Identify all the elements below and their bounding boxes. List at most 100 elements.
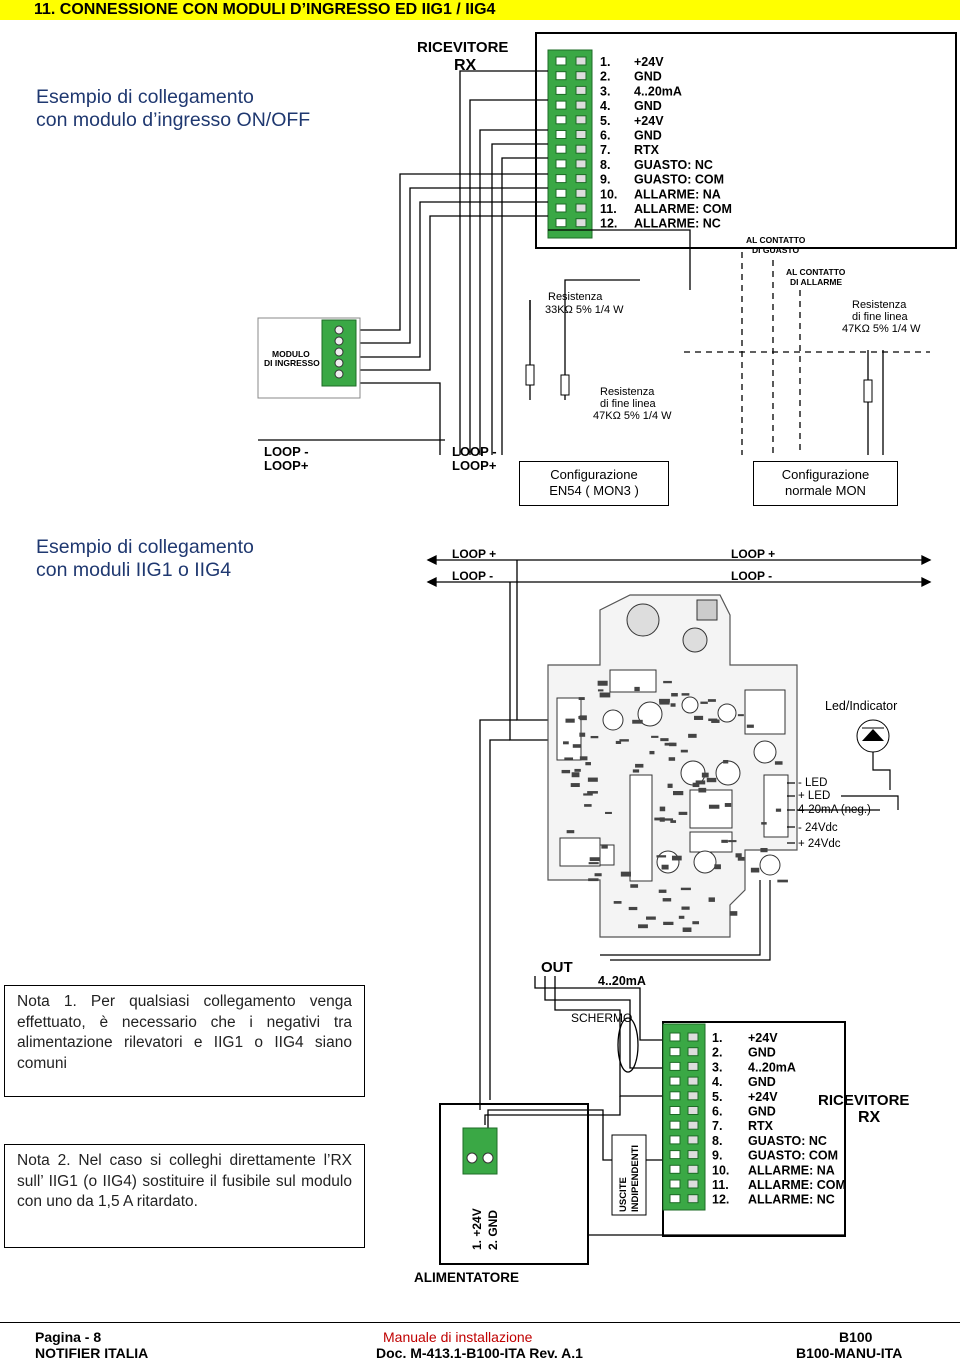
config-en54-line1: Configurazione xyxy=(550,467,638,482)
example-iig-line2: con moduli IIG1 o IIG4 xyxy=(36,559,232,581)
example-iig-line1: Esempio di collegamento xyxy=(36,536,254,558)
pcb-component xyxy=(574,768,581,772)
pcb-component xyxy=(628,906,638,911)
receiver2-terminal-label: GUASTO: NC xyxy=(748,1134,827,1148)
pcb-component xyxy=(659,806,666,812)
pcb-component xyxy=(723,759,729,764)
page-footer: Pagina - 8 Manuale di installazione B100… xyxy=(0,1322,960,1361)
terminal-screw xyxy=(687,1091,699,1101)
pcb-component xyxy=(692,782,700,788)
loop-minus-right: LOOP - xyxy=(731,569,772,583)
pcb-component xyxy=(635,763,644,768)
receiver2-terminal-label: +24V xyxy=(748,1031,778,1045)
loop-b-minus: LOOP - xyxy=(452,444,497,459)
receiver-terminal-num: 4. xyxy=(600,99,610,113)
receiver2-terminal-label: ALLARME: NA xyxy=(748,1163,835,1177)
module-screw xyxy=(334,369,344,379)
contatto-allarme-1: AL CONTATTO xyxy=(786,267,846,277)
terminal-screw xyxy=(669,1150,681,1160)
terminal-screw xyxy=(555,71,567,81)
pcb-component xyxy=(597,689,604,692)
receiver2-terminal-label: GND xyxy=(748,1075,776,1089)
receiver-terminal-label: GND xyxy=(634,99,662,113)
onoff-wires xyxy=(360,70,930,455)
pcb-component xyxy=(761,822,767,825)
terminal-screw xyxy=(555,100,567,110)
res47a-label-3: 47KΩ 5% 1/4 W xyxy=(593,410,672,422)
onoff-wiring-diagram: RICEVITORE RX 1.+24V2.GND3.4..20mA4.GND5… xyxy=(257,32,957,473)
terminal-screw xyxy=(575,218,587,228)
pcb-component xyxy=(578,697,585,701)
receiver2-terminal-num: 11. xyxy=(712,1178,729,1192)
res47b-label-2: di fine linea xyxy=(852,311,909,323)
terminal-screw xyxy=(669,1076,681,1086)
module-screw xyxy=(334,325,344,335)
terminal-screw xyxy=(575,174,587,184)
pcb-component xyxy=(620,871,631,877)
contatto-allarme-2: DI ALLARME xyxy=(790,277,842,287)
pcb-component xyxy=(566,830,575,834)
pcb-component xyxy=(584,804,592,807)
pcb-component xyxy=(656,855,667,858)
receiver2-terminal-num: 1. xyxy=(712,1031,722,1045)
pcb-component xyxy=(737,714,744,717)
module-screw xyxy=(334,336,344,346)
terminal-screw xyxy=(555,159,567,169)
receiver-terminal-label: GUASTO: COM xyxy=(634,173,724,187)
terminal-screw xyxy=(687,1164,699,1174)
receiver-terminal-num: 2. xyxy=(600,70,610,84)
receiver-terminal-num: 1. xyxy=(600,55,610,69)
loop-plus-left: LOOP + xyxy=(452,547,496,561)
modulo-label-1: MODULO xyxy=(272,349,310,359)
receiver2-terminal-block xyxy=(662,1023,706,1211)
modulo-label-2: DI INGRESSO xyxy=(264,358,320,368)
terminal-screw xyxy=(575,85,587,95)
resistor-47k-a xyxy=(560,374,570,396)
pcb-component xyxy=(708,804,720,809)
receiver2-terminal-label: ALLARME: COM xyxy=(748,1178,846,1192)
out-pin-label: - 24Vdc xyxy=(798,822,838,834)
example-onoff-heading: Esempio di collegamento con modulo d’ing… xyxy=(36,86,310,132)
res33-label-1: Resistenza xyxy=(548,291,603,303)
receiver-terminal-label: GND xyxy=(634,129,662,143)
terminal-screw xyxy=(687,1194,699,1204)
alim-pin2: 2. GND xyxy=(486,1210,500,1250)
pcb-component xyxy=(681,906,690,910)
receiver-terminal-num: 7. xyxy=(600,143,610,157)
receiver2-terminal-num: 10. xyxy=(712,1163,729,1177)
receiver-terminal-label: ALLARME: NC xyxy=(634,217,721,231)
receiver-frame xyxy=(535,32,957,249)
receiver-terminal-num: 12. xyxy=(600,217,617,231)
receiver2-title-1: RICEVITORE xyxy=(818,1092,909,1109)
pcb-component xyxy=(601,844,608,849)
terminal-screw xyxy=(687,1120,699,1130)
pcb-component xyxy=(724,803,732,807)
pcb-component xyxy=(583,793,593,796)
terminal-screw xyxy=(575,130,587,139)
terminal-screw xyxy=(687,1047,699,1057)
pcb-component xyxy=(700,701,708,704)
res47a-label-1: Resistenza xyxy=(600,386,655,398)
pcb-component xyxy=(760,847,768,853)
pcb-component xyxy=(660,738,669,742)
pcb-component xyxy=(708,897,715,902)
uscite-label-1: USCITE xyxy=(618,1177,629,1212)
note-2: Nota 2. Nel caso si colleghi direttament… xyxy=(4,1144,365,1248)
pcb-component xyxy=(721,839,728,843)
pcb-component xyxy=(671,693,678,697)
section-header: 11. CONNESSIONE CON MODULI D’INGRESSO ED… xyxy=(0,0,960,20)
pcb-component xyxy=(706,777,717,783)
pcb-component xyxy=(694,715,704,720)
receiver-terminal-label: GND xyxy=(634,70,662,84)
footer-doc: Doc. M-413.1-B100-ITA Rev. A.1 xyxy=(376,1345,583,1361)
res33-label-2: 33KΩ 5% 1/4 W xyxy=(545,304,624,316)
receiver-terminal-label: +24V xyxy=(634,55,664,69)
config-en54-box: Configurazione EN54 ( MON3 ) xyxy=(519,461,669,506)
pcb-component xyxy=(589,857,601,862)
terminal-screw xyxy=(575,100,587,110)
pcb-component xyxy=(599,692,611,698)
receiver-terminal-label: GUASTO: NC xyxy=(634,158,713,172)
terminal-screw xyxy=(575,203,587,213)
pcb-component xyxy=(661,864,669,870)
pcb-component xyxy=(563,741,569,745)
